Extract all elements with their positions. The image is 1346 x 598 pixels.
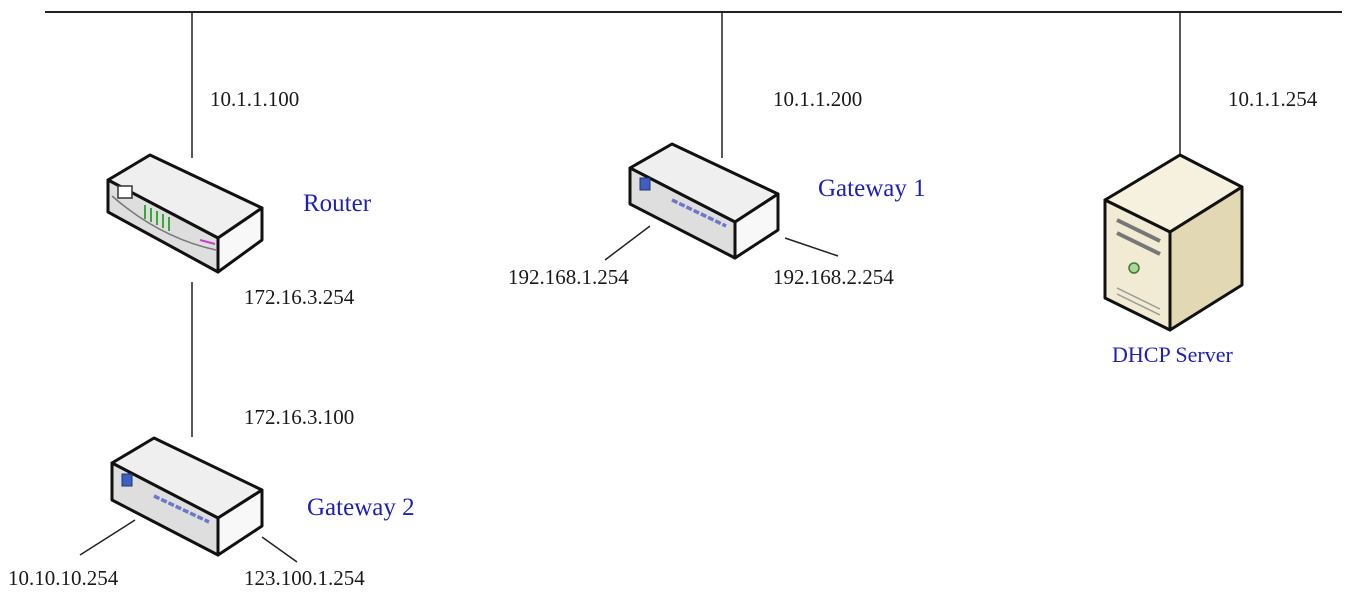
router-icon[interactable] xyxy=(106,153,264,274)
gateway1-right-link xyxy=(784,237,839,257)
dhcp-server-label: DHCP Server xyxy=(1112,342,1233,367)
gateway1-left-link xyxy=(604,225,651,261)
server-icon[interactable] xyxy=(1103,153,1244,332)
gateway1-lan-ip: 10.1.1.200 xyxy=(773,87,863,111)
gateway2-right-link xyxy=(261,536,298,563)
router-label: Router xyxy=(303,190,372,217)
gateway1-icon[interactable] xyxy=(628,142,780,260)
gateway2-up-ip: 172.16.3.100 xyxy=(244,405,355,429)
gateway2-left-ip: 10.10.10.254 xyxy=(8,566,119,590)
dhcp-lan-ip: 10.1.1.254 xyxy=(1228,87,1318,111)
router-wan-ip: 172.16.3.254 xyxy=(244,285,355,309)
gateway1-label: Gateway 1 xyxy=(818,175,926,202)
router-lan-ip: 10.1.1.100 xyxy=(210,87,300,111)
gateway1-left-ip: 192.168.1.254 xyxy=(508,265,629,289)
gateway2-left-link xyxy=(79,519,136,556)
gateway2-label: Gateway 2 xyxy=(307,494,415,521)
gateway1-right-ip: 192.168.2.254 xyxy=(773,265,894,289)
gateway2-icon[interactable] xyxy=(110,436,264,557)
gateway2-right-ip: 123.100.1.254 xyxy=(244,566,365,590)
